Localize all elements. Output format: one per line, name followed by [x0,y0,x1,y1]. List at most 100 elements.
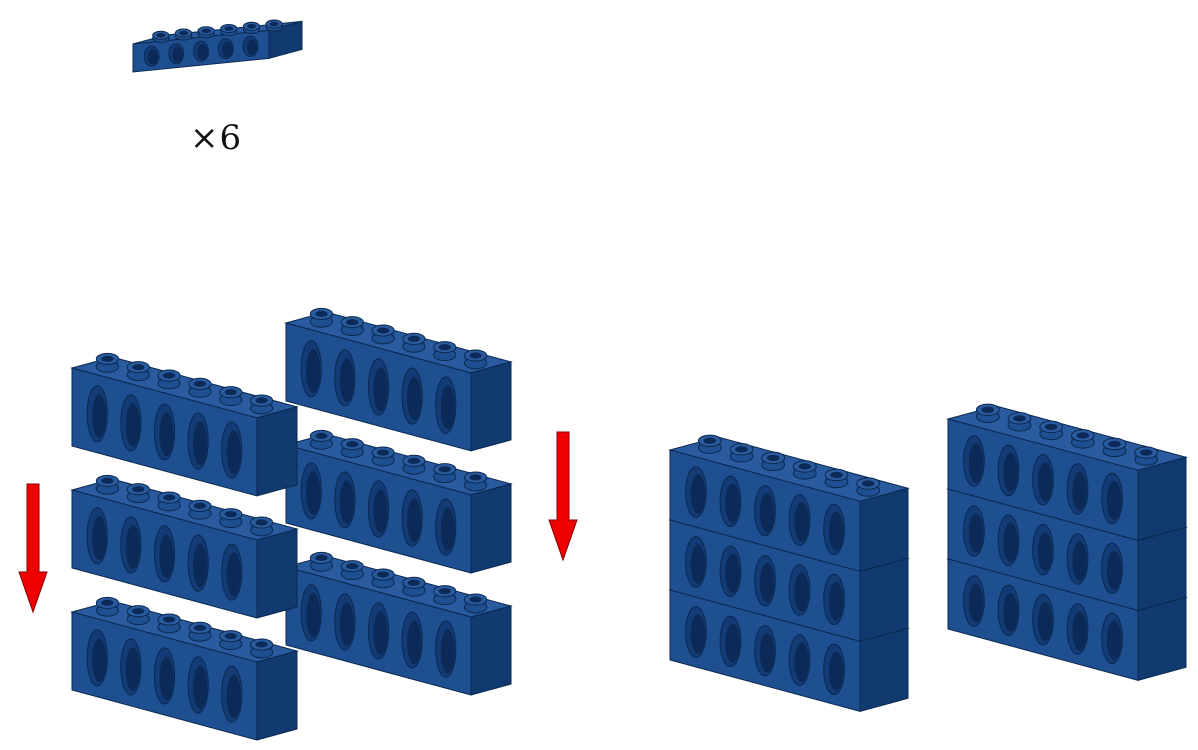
brick-hole-inner [193,543,208,588]
brick-left-bottom [70,596,299,741]
brick-hole-inner [172,46,183,63]
brick-hole-inner [759,633,775,673]
brick-stud-hole [469,474,482,481]
brick-hole-inner [222,41,233,58]
brick-hole-inner [828,511,844,551]
brick-stud-hole [224,389,237,396]
brick-hole-inner [159,534,174,579]
brick-hole-inner [759,493,775,533]
brick-end-face [1137,456,1187,541]
brick-hole-inner [92,516,107,560]
brick-hole-inner [159,412,174,457]
step-assembled-view [668,403,1188,712]
brick-stud-hole [193,380,207,387]
brick-hole-inner [373,489,388,534]
brick-stud-hole [703,437,717,444]
brick-hole-inner [968,513,984,553]
brick-hole-inner [193,665,208,710]
brick-hole-inner [193,421,208,466]
brick-hole-inner [339,480,354,525]
brick-end-face [470,605,512,696]
brick-stud-hole [132,608,145,615]
brick-hole-inner [125,403,140,448]
brick-stud-hole [438,466,451,473]
brick-end-face [859,557,909,642]
brick-stud-hole [193,624,207,631]
brick-hole-inner [226,674,241,719]
arrow-down-right [548,431,578,562]
brick-stud-hole [179,30,188,36]
brick-hole-inner [407,498,422,543]
brick-end-face [470,483,512,574]
brick-stud-hole [315,432,328,439]
brick-stud-hole [798,463,812,470]
brick-hole-inner [828,581,844,621]
brick-stud-hole [269,21,279,27]
arrow-shape [18,483,48,614]
brick-hole-inner [339,358,354,403]
brick-stud-hole [861,480,875,487]
brick-stud-hole [156,33,166,38]
brick-hole-inner [1106,480,1122,520]
brick-stud-hole [407,457,421,464]
brick-hole-inner [1003,592,1018,632]
brick-stud-hole [1108,440,1121,448]
brick-stud-hole [162,372,176,379]
brick-hole-inner [690,544,706,584]
brick-hole-inner [1037,532,1053,572]
brick-hole-inner [339,602,354,647]
brick-end-face [470,361,512,452]
brick-hole-inner [1106,550,1122,590]
brick-end-face [256,528,298,619]
brick-hole-inner [828,651,844,691]
stack-right-brick-1 [946,403,1188,541]
brick-stud-hole [255,519,268,526]
brick-stud-hole [255,641,268,648]
brick-hole-inner [1072,611,1087,651]
brick-hole-inner [794,642,809,682]
brick-hole-inner [1037,602,1053,642]
brick-stud-hole [407,335,421,342]
brick-hole-inner [1037,462,1053,502]
brick-stud-hole [224,26,234,31]
step-exploded-view [18,307,578,741]
brick-stud-hole [1139,449,1153,456]
brick-hole-inner [440,629,455,674]
brick-stud-hole [981,406,995,413]
brick-hole-inner [1072,471,1087,511]
brick-stud-hole [132,486,145,493]
brick-stud-hole [315,310,328,317]
brick-right-bottom [284,551,513,696]
brick-hole-inner [759,563,775,603]
brick-stud-hole [1013,415,1026,422]
brick-hole-inner [1003,522,1018,562]
brick-hole-inner [373,611,388,656]
parts-brick [132,19,303,73]
brick-hole-inner [440,507,455,552]
brick-end-face [256,650,298,741]
brick-stud-hole [469,352,482,359]
brick-hole-inner [159,656,174,701]
brick-hole-inner [125,647,140,692]
brick-hole-inner [373,367,388,412]
quantity-label: ×6 [190,118,243,158]
brick-stud-hole [438,588,451,595]
brick-hole-inner [306,349,321,393]
brick-stud-hole [162,616,176,623]
brick-stud-hole [255,397,268,404]
brick-hole-inner [407,620,422,665]
brick-stud-hole [224,633,237,640]
brick-end-face [859,487,909,572]
brick-right-top [284,307,513,452]
brick-left-top [70,352,299,497]
brick-stud-hole [376,449,390,456]
brick-hole-inner [92,394,107,438]
brick-end-face [1137,596,1187,681]
brick-hole-inner [1106,620,1122,660]
brick-end-face [859,627,909,712]
brick-end-face [256,406,298,497]
brick-stud-hole [247,24,256,29]
brick-hole-inner [794,502,809,542]
brick-stud-hole [376,327,390,334]
brick-stud-hole [101,599,114,606]
